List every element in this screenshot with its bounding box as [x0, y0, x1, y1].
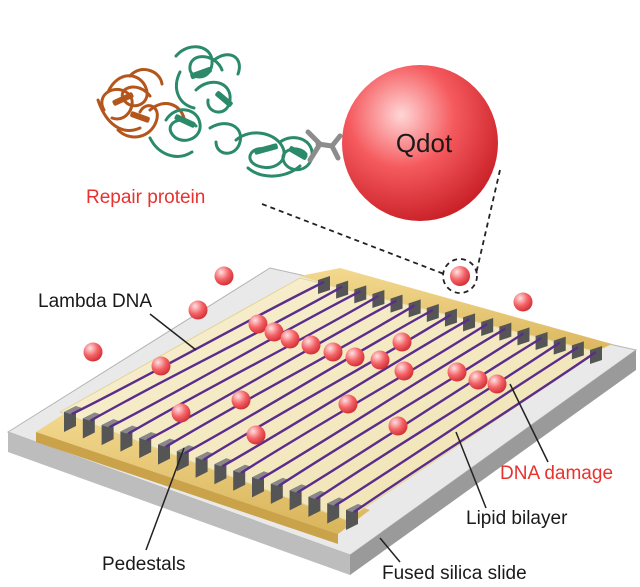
qdot-particle — [323, 342, 343, 362]
qdot-particle — [394, 361, 414, 381]
pedestals-back — [318, 276, 602, 364]
dna-damage-label: DNA damage — [500, 463, 613, 484]
qdot-sphere — [342, 65, 498, 221]
qdot-particle — [392, 332, 412, 352]
pedestal-block-top — [82, 412, 101, 421]
pedestal-block-top — [327, 497, 346, 506]
pedestal-block — [408, 299, 421, 318]
qdot-particle — [388, 416, 408, 436]
fused-silica-slide-label: Fused silica slide — [382, 563, 527, 584]
repair-protein-label: Repair protein — [86, 187, 205, 208]
pedestal-block — [354, 285, 367, 304]
lambda-dna-strand — [71, 280, 325, 416]
pedestal-block-top — [214, 458, 233, 467]
qdot-particle — [513, 292, 533, 312]
pedestal-block-top — [158, 438, 176, 447]
lambda-dna-strand — [165, 304, 416, 448]
lambda-dna-strand — [259, 327, 506, 481]
qdot-particle — [447, 362, 467, 382]
pedestal-block-top — [139, 432, 158, 441]
qdot-particle — [246, 425, 266, 445]
lipid-bilayer-label: Lipid bilayer — [466, 508, 568, 529]
qdot-particle — [188, 300, 208, 320]
qdot-particle — [370, 350, 390, 370]
lambda-dna-strand — [278, 332, 525, 487]
pedestal-block-top — [195, 451, 214, 460]
lambda-dna-strand — [90, 285, 343, 422]
pedestal-block-top — [64, 406, 82, 414]
lambda-dna-strand — [127, 294, 380, 435]
lambda-dna-strand — [184, 308, 434, 455]
lambda-dna-strand — [221, 318, 470, 468]
qdot-particles — [83, 266, 533, 445]
pedestal-block-top — [101, 419, 120, 428]
pedestal-block — [426, 304, 439, 322]
qdot-particle — [83, 342, 103, 362]
qdot-particle — [468, 370, 488, 390]
qdot-particle — [171, 403, 191, 423]
pedestal-block-top — [176, 445, 195, 454]
pedestal-block-top — [308, 490, 327, 499]
pedestal-block — [535, 332, 548, 350]
qdot-label: Qdot — [396, 128, 453, 158]
pedestal-block — [390, 294, 403, 313]
lambda-dna-strand — [240, 322, 488, 474]
pedestal-block — [481, 318, 494, 336]
qdot-particle — [280, 329, 300, 349]
pedestal-block — [499, 322, 512, 341]
lambda-dna-strand — [353, 351, 597, 513]
qdot-particle — [345, 347, 365, 367]
pedestals-label: Pedestals — [102, 554, 185, 575]
qdot-particle — [231, 390, 251, 410]
pedestal-block — [463, 313, 476, 332]
lambda-dna-label: Lambda DNA — [38, 291, 152, 312]
lambda-dna-strand — [334, 346, 579, 507]
pedestal-block — [571, 341, 584, 360]
lambda-dna-strand — [202, 313, 452, 461]
qdot-particle — [151, 356, 171, 376]
qdot-particle — [214, 266, 234, 286]
pedestal-block-top — [233, 464, 252, 473]
pedestal-block-top — [252, 471, 270, 480]
qdot-particle — [487, 374, 507, 394]
zoom-callout — [261, 169, 501, 294]
pedestal-block — [444, 308, 457, 327]
zoomed-qdot — [450, 266, 470, 286]
pedestal-block-top — [289, 484, 308, 493]
lambda-dna-strand — [146, 299, 398, 442]
pedestal-block — [590, 346, 602, 364]
pedestal-block — [517, 327, 530, 346]
pedestal-block-top — [270, 477, 289, 486]
qdot-particle — [248, 314, 268, 334]
repair-protein-structure — [96, 45, 314, 178]
lambda-dna-strand — [315, 341, 561, 500]
qdot-particle — [338, 394, 358, 414]
lambda-dna-strands — [71, 280, 597, 513]
pedestal-block — [336, 280, 349, 299]
lambda-dna-strand — [109, 290, 361, 429]
pedestal-block-top — [346, 504, 364, 512]
pedestal-block — [553, 336, 566, 355]
lambda-dna-strand — [296, 336, 543, 494]
pedestal-block — [372, 290, 385, 308]
qdot-particle — [301, 335, 321, 355]
qdot-particle — [264, 322, 284, 342]
leader-lines — [145, 313, 549, 563]
antibody-icon — [305, 129, 343, 163]
pedestal-block-top — [120, 425, 139, 434]
pedestal-block — [318, 276, 330, 294]
